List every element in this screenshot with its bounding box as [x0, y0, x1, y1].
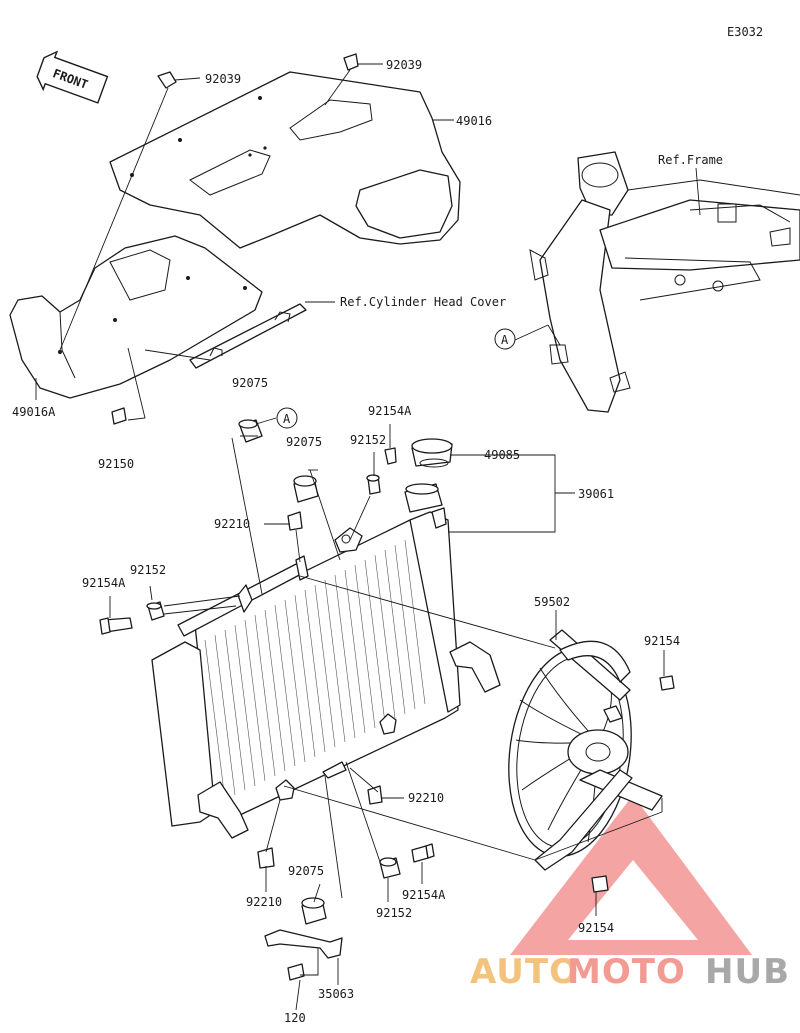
front-arrow-icon: FRONT: [36, 50, 109, 104]
ref-frame-label: Ref.Frame: [658, 153, 723, 167]
ref-head-cover-label: Ref.Cylinder Head Cover: [340, 295, 506, 309]
part-label-92210-bottom: 92210: [246, 895, 282, 909]
part-label-120: 120: [284, 1011, 306, 1025]
nut-92210-right: [367, 785, 383, 805]
part-label-92210-top: 92210: [214, 517, 250, 531]
watermark-hub: HUB: [705, 952, 790, 992]
bolt-92154-right: [659, 675, 675, 691]
radiator-39061: [151, 483, 501, 839]
grommet-92075-bottom: [301, 897, 327, 925]
marker-a-radiator-label: A: [283, 412, 291, 426]
bolt-92150: [111, 407, 127, 425]
collar-92152-top: [366, 474, 381, 495]
part-label-92154A-left: 92154A: [82, 576, 126, 590]
part-label-92154A-top: 92154A: [368, 404, 412, 418]
part-label-59502: 59502: [534, 595, 570, 609]
bolt-92154A-top: [384, 447, 397, 465]
part-label-92039-left: 92039: [205, 72, 241, 86]
nut-92210-bottom: [257, 847, 275, 869]
part-label-92210-right: 92210: [408, 791, 444, 805]
part-label-92154-bottom: 92154: [578, 921, 614, 935]
frame-section: [529, 151, 800, 413]
part-label-92152-bottom: 92152: [376, 906, 412, 920]
marker-a-frame: A: [494, 328, 516, 350]
clip-92039-right: [343, 53, 359, 71]
part-label-92075-bottom: 92075: [288, 864, 324, 878]
part-label-49016: 49016: [456, 114, 492, 128]
nut-92210-top: [287, 511, 303, 531]
part-label-92152-top: 92152: [350, 433, 386, 447]
part-label-92154A-bottom: 92154A: [402, 888, 446, 902]
part-label-92039-right: 92039: [386, 58, 422, 72]
bolt-92154A-bottom: [411, 843, 435, 863]
watermark-moto: MOTO: [567, 952, 686, 992]
fan-59502: [508, 629, 663, 871]
part-label-49085: 49085: [484, 448, 520, 462]
marker-a-radiator: A: [276, 407, 298, 429]
grommet-92075-mid: [293, 475, 319, 503]
diagram-code: E3032: [727, 25, 763, 39]
part-label-92152-left: 92152: [130, 563, 166, 577]
part-label-92154-right: 92154: [644, 634, 680, 648]
part-label-92150: 92150: [98, 457, 134, 471]
radiator-cap-49085: [411, 438, 453, 468]
part-label-49016A: 49016A: [12, 405, 56, 419]
bolt-92154A-left: [99, 617, 133, 635]
part-label-92075-top: 92075: [232, 376, 268, 390]
part-label-35063: 35063: [318, 987, 354, 1001]
head-cover-bracket: [189, 303, 307, 369]
cover-49016: [109, 71, 461, 249]
bracket-35063: [264, 929, 343, 959]
leader-lines: [35, 63, 701, 1011]
collar-92152-bottom: [379, 857, 401, 879]
collar-92152-left: [146, 601, 165, 621]
watermark-logo: AUTO MOTO HUB: [470, 795, 790, 992]
marker-a-frame-label: A: [501, 333, 509, 347]
shroud-49016A: [9, 235, 263, 399]
clip-92039-left: [157, 71, 177, 89]
watermark-auto: AUTO: [470, 952, 579, 992]
part-label-39061: 39061: [578, 487, 614, 501]
bolt-92154-bottom: [591, 875, 609, 893]
radiator-core-fins: [204, 539, 426, 801]
bolt-120: [287, 963, 305, 981]
part-label-92075-mid: 92075: [286, 435, 322, 449]
